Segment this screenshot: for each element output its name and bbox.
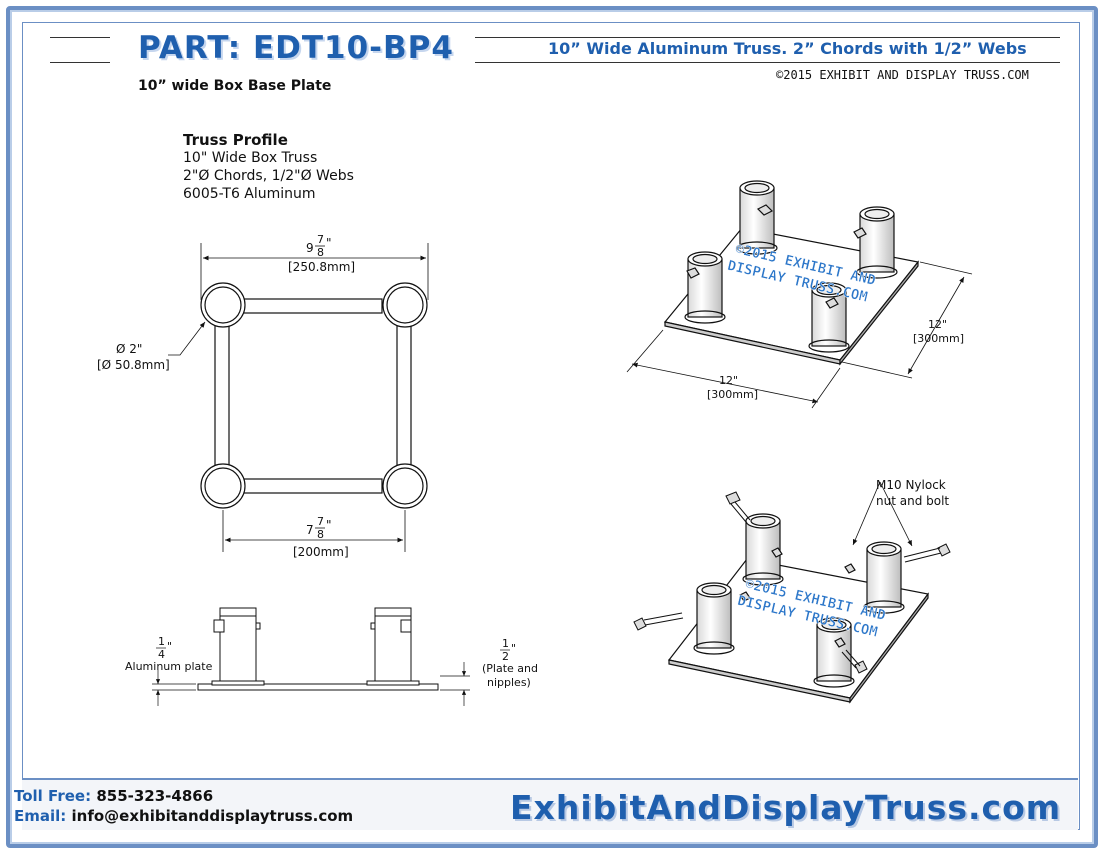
inner-width-denominator: 8 — [317, 528, 324, 541]
part-subtitle: 10” Wide Aluminum Truss. 2” Chords with … — [548, 39, 1027, 58]
plate-thickness-numerator: 1 — [158, 635, 165, 648]
bolt-head — [853, 227, 867, 239]
nipple — [856, 206, 898, 279]
inner-width-numerator: 7 — [317, 515, 324, 528]
nipple-height-caption: (Plate and — [482, 662, 538, 675]
bolt-callout: nut and bolt — [876, 494, 949, 508]
copyright-notice: ©2015 EXHIBIT AND DISPLAY TRUSS.COM — [776, 68, 1029, 82]
footer — [22, 778, 1078, 830]
nipple — [813, 617, 855, 688]
svg-text:": " — [326, 518, 332, 532]
nipple — [808, 282, 850, 353]
bolt — [725, 491, 751, 523]
header-rule-left-bottom — [50, 62, 110, 63]
nipple-height-denominator: 2 — [502, 650, 509, 663]
bolt-head — [756, 204, 774, 216]
bolt-callout: M10 Nylock — [876, 478, 946, 492]
isometric-exploded-view — [633, 481, 951, 704]
isometric-assembled-view — [626, 180, 973, 409]
bolt-head — [400, 619, 412, 633]
part-description: 10” wide Box Base Plate — [138, 78, 332, 94]
plate-depth-mm: [300mm] — [913, 332, 964, 345]
plate-thickness-caption: Aluminum plate — [125, 660, 213, 673]
chord-diameter-mm: [Ø 50.8mm] — [97, 358, 170, 372]
nipple — [693, 582, 735, 655]
side-elevation-view — [152, 607, 470, 706]
toll-free-number[interactable]: 855-323-4866 — [96, 787, 214, 805]
profile-section-view — [168, 243, 429, 552]
truss-profile: Truss Profile 10" Wide Box Truss 2"Ø Cho… — [183, 131, 354, 203]
web-members — [214, 298, 412, 494]
svg-text:": " — [511, 642, 516, 655]
bolt — [841, 649, 868, 674]
bolt-head — [825, 297, 839, 309]
nylock-nut — [771, 547, 783, 558]
nylock-nut — [834, 637, 846, 648]
email-address[interactable]: info@exhibitanddisplaytruss.com — [71, 807, 354, 825]
svg-text:": " — [167, 640, 172, 653]
truss-profile-line: 2"Ø Chords, 1/2"Ø Webs — [183, 168, 354, 184]
inner-width-whole: 7 — [306, 523, 314, 537]
plate-width-in: 12" — [719, 374, 738, 387]
outer-width-denominator: 8 — [317, 246, 324, 259]
bolt — [903, 543, 951, 563]
nipple-height-label: 1 2 " (Plate and nipples) — [482, 637, 538, 689]
bolt — [633, 612, 684, 631]
nipple — [736, 180, 778, 255]
header-rule-right-bottom — [475, 62, 1060, 63]
nylock-nut — [739, 591, 751, 602]
toll-free-label: Toll Free: — [14, 787, 92, 805]
bolt-head — [686, 267, 700, 279]
truss-profile-line: 10" Wide Box Truss — [183, 150, 318, 166]
nipple-height-caption: nipples) — [487, 676, 531, 689]
plate-thickness-denominator: 4 — [158, 648, 165, 661]
bolt-head — [213, 619, 225, 633]
outer-width-numerator: 7 — [317, 233, 324, 246]
chord-circles — [200, 282, 428, 509]
outer-width-mm: [250.8mm] — [288, 260, 355, 274]
nylock-nut — [844, 563, 856, 574]
header-rule-left-top — [50, 37, 110, 38]
outer-width-whole: 9 — [306, 241, 314, 255]
toll-free: Toll Free: 855-323-4866 — [14, 787, 213, 805]
truss-profile-line: 6005-T6 Aluminum — [183, 186, 316, 202]
svg-text:": " — [326, 236, 332, 250]
page-frame — [6, 6, 1098, 848]
outer-width-label: 9 7 8 " [250.8mm] — [288, 233, 355, 274]
plate-depth-in: 12" — [928, 318, 947, 331]
nipple — [863, 541, 905, 614]
email-label: Email: — [14, 807, 67, 825]
truss-profile-heading: Truss Profile — [183, 131, 288, 149]
plate-thickness-label: 1 4 " Aluminum plate — [125, 635, 213, 673]
chord-diameter-in: Ø 2" — [116, 342, 142, 356]
plate-width-mm: [300mm] — [707, 388, 758, 401]
inner-width-label: 7 7 8 " [200mm] — [293, 515, 349, 559]
nipple — [684, 251, 726, 324]
nipple-height-numerator: 1 — [502, 637, 509, 650]
part-title: PART: EDT10-BP4 — [138, 30, 454, 66]
email: Email: info@exhibitanddisplaytruss.com — [14, 807, 353, 825]
website-link[interactable]: ExhibitAndDisplayTruss.com — [510, 788, 1062, 827]
inner-width-mm: [200mm] — [293, 545, 349, 559]
header-rule-right-top — [475, 37, 1060, 38]
